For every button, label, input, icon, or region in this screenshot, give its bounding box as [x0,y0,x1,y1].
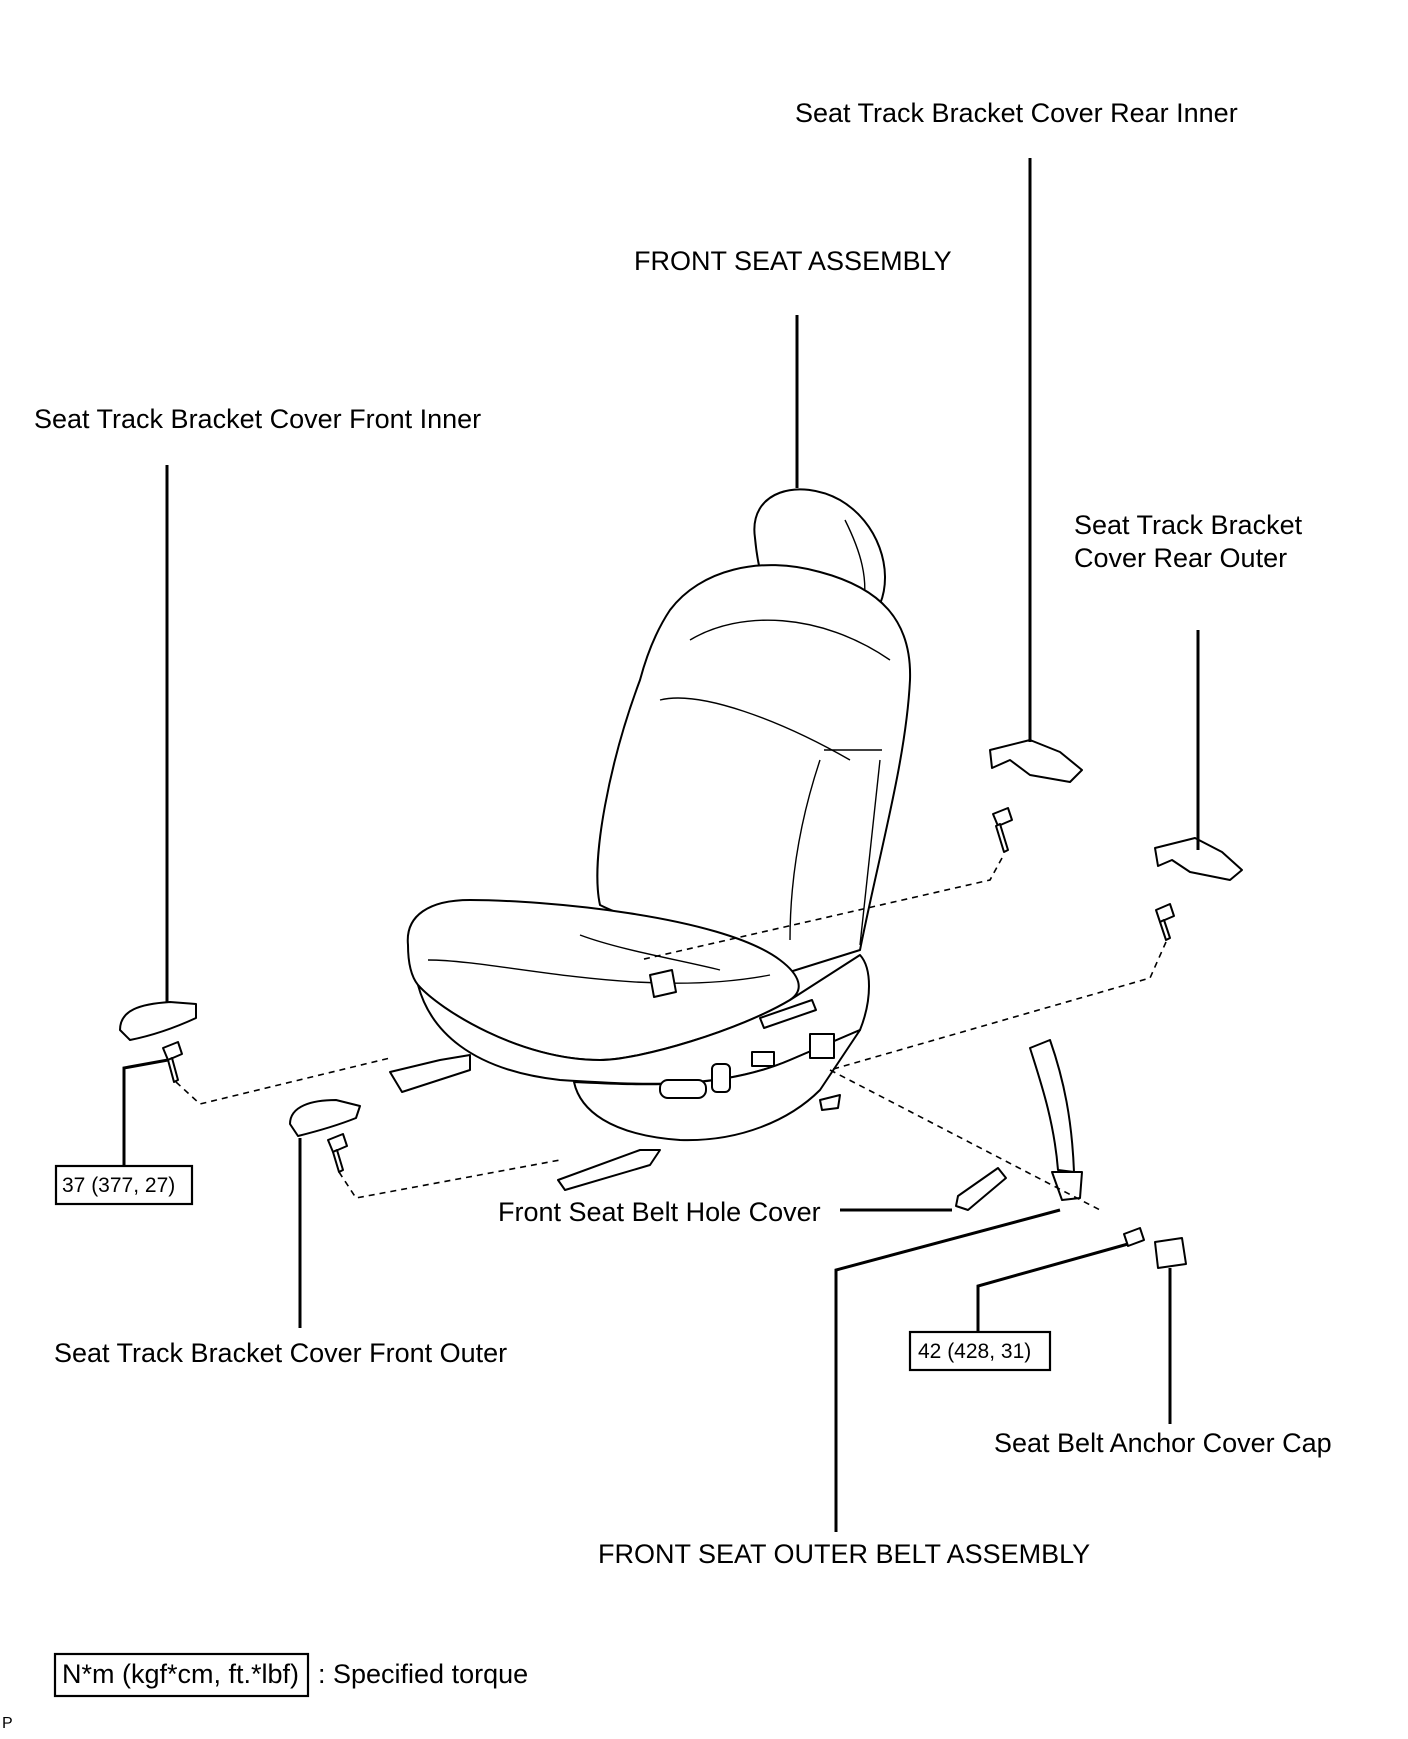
label-rear-inner: Seat Track Bracket Cover Rear Inner [795,98,1238,128]
label-front-inner: Seat Track Bracket Cover Front Inner [34,404,481,434]
legend: N*m (kgf*cm, ft.*lbf) : Specified torque [53,1652,528,1698]
label-front-outer: Seat Track Bracket Cover Front Outer [54,1338,507,1368]
belt-hole-cover-part [955,1167,1007,1211]
label-belt-hole-cover: Front Seat Belt Hole Cover [498,1197,821,1227]
rear-inner-cover-part [989,739,1083,783]
torque-value-right: 42 (428, 31) [918,1340,1031,1363]
rear-outer-cover-part [1154,837,1243,881]
belt-strap-part [1029,1039,1075,1173]
front-outer-cover-part [289,1099,361,1137]
torque-box-right: 42 (428, 31) [908,1330,1052,1372]
label-front-seat-assembly: FRONT SEAT ASSEMBLY [634,246,952,276]
label-rear-outer-line1: Seat Track Bracket [1074,510,1303,540]
torque-box-left: 37 (377, 27) [54,1164,194,1206]
legend-unit-box: N*m (kgf*cm, ft.*lbf) [62,1659,299,1689]
label-anchor-cover-cap: Seat Belt Anchor Cover Cap [994,1428,1332,1458]
dashed-guides [175,857,1167,1211]
torque-value-left: 37 (377, 27) [62,1174,175,1197]
anchor-cover-cap-part [1154,1237,1187,1269]
bolt-icons [162,807,1175,1247]
leader-lines [122,158,1200,1532]
corner-mark: P [2,1715,13,1732]
label-rear-outer-line2: Cover Rear Outer [1074,543,1287,573]
label-outer-belt-assembly: FRONT SEAT OUTER BELT ASSEMBLY [598,1539,1090,1569]
legend-description: : Specified torque [318,1659,528,1689]
front-inner-cover-part [119,1001,197,1041]
front-seat-drawing [389,488,912,1191]
